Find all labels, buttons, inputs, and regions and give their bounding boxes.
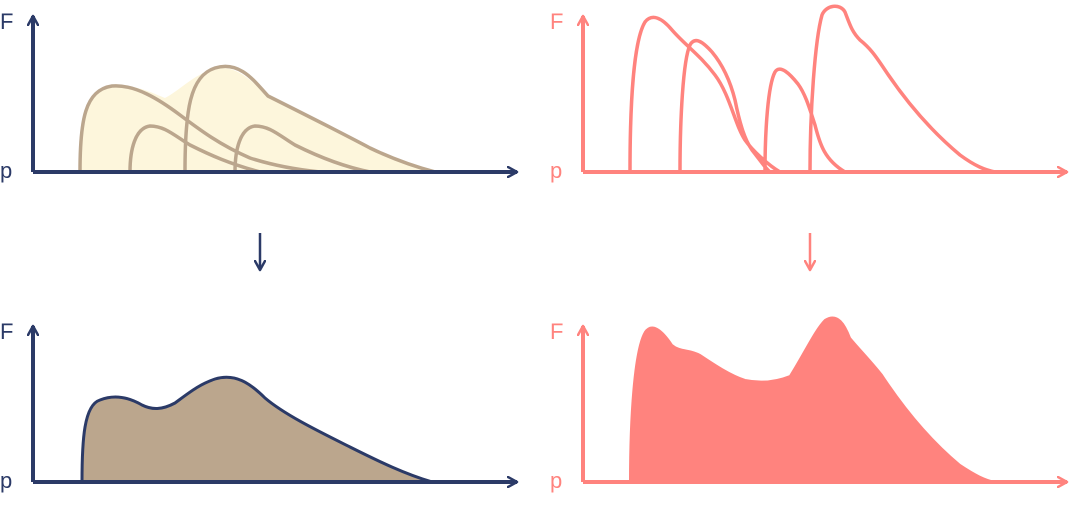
- curve-peak-4: [233, 124, 372, 174]
- curve-spike-2: [678, 38, 772, 174]
- y-axis-label: F: [0, 9, 13, 34]
- y-axis-label: F: [550, 9, 563, 34]
- curve-spike-4: [808, 4, 997, 174]
- x-axis-label: p: [550, 158, 562, 183]
- panel-top-left: F p: [0, 9, 517, 183]
- x-axis-label: p: [550, 468, 562, 493]
- y-axis-label: F: [550, 319, 563, 344]
- panel-bottom-right: F p: [550, 316, 1067, 493]
- curve-peak-2: [128, 124, 262, 174]
- x-axis-label: p: [0, 468, 12, 493]
- curve-spike-1: [628, 15, 782, 174]
- curve-peak-3: [183, 64, 437, 174]
- combined-distribution: [80, 375, 434, 484]
- envelope-fill: [80, 68, 435, 172]
- panel-bottom-left: F p: [0, 319, 517, 493]
- combined-spiky-distribution: [629, 316, 996, 483]
- curve-spike-3: [763, 67, 847, 174]
- y-axis-label: F: [0, 319, 13, 344]
- panel-top-right: F p: [550, 4, 1067, 183]
- curve-peak-1: [78, 84, 322, 174]
- x-axis-label: p: [0, 158, 12, 183]
